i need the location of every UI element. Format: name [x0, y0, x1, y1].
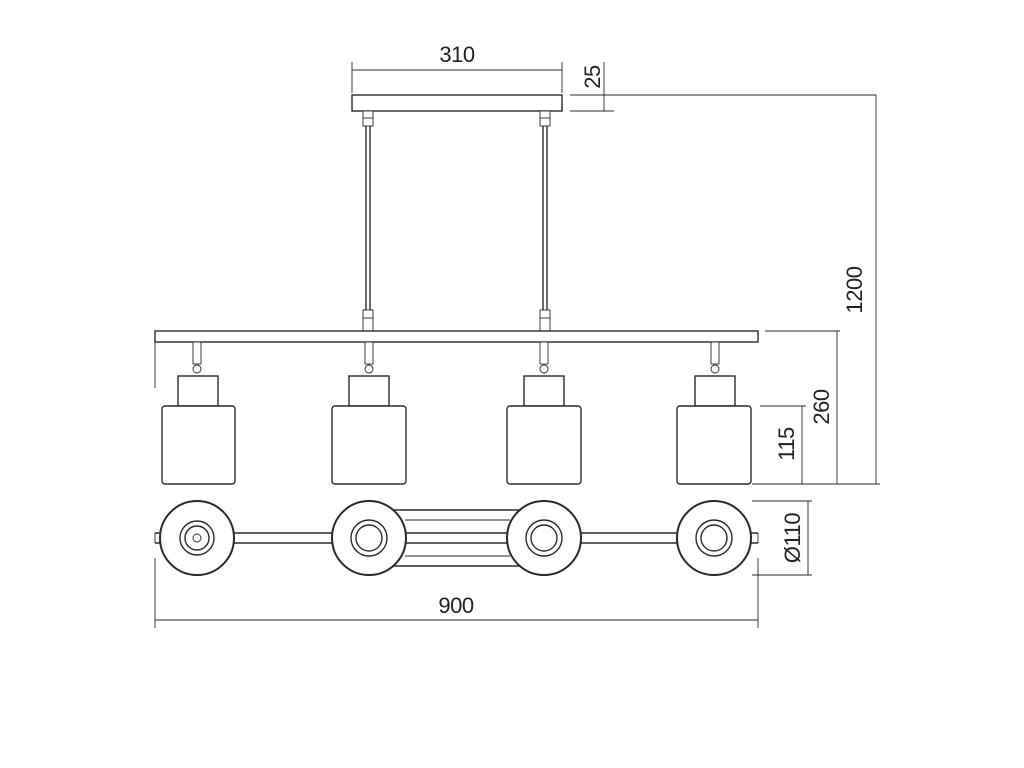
- dimension-shade-diameter: Ø110: [752, 500, 812, 576]
- body-height-label: 260: [809, 389, 834, 424]
- lamp-head-3: [506, 341, 582, 485]
- plan-shade-3: [506, 500, 582, 576]
- plan-shade-2: [331, 500, 407, 576]
- suspension-rod-left: [362, 110, 374, 332]
- ceiling-canopy: [351, 94, 563, 112]
- canopy-height-label: 25: [580, 65, 605, 89]
- total-width-label: 900: [438, 593, 473, 618]
- plan-shade-1: [159, 500, 235, 576]
- canopy-width-label: 310: [439, 42, 474, 67]
- plan-shade-4: [676, 500, 752, 576]
- dimension-total-width: 900: [154, 558, 759, 628]
- total-height-label: 1200: [842, 266, 867, 313]
- shade-height-label: 115: [774, 427, 799, 461]
- dimension-canopy-height: 25: [570, 62, 876, 112]
- lamp-head-1: [161, 341, 236, 485]
- suspension-rod-right: [539, 110, 551, 332]
- dimension-shade-height: 115: [760, 405, 806, 484]
- horizontal-bar: [154, 330, 759, 343]
- lamp-head-2: [331, 341, 407, 485]
- shade-diameter-label: Ø110: [780, 513, 805, 563]
- dimension-body-height: 260: [765, 330, 840, 484]
- lamp-head-4: [676, 341, 752, 485]
- plan-view: [154, 509, 759, 567]
- dimension-canopy-width: 310: [351, 42, 563, 93]
- dimension-total-height: 1200: [752, 95, 880, 485]
